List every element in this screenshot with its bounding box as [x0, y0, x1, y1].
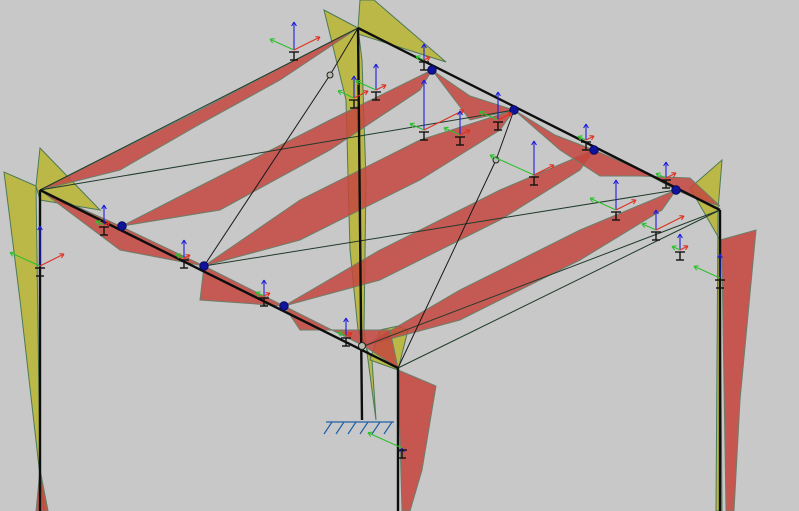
hinge-marker-icon: [358, 342, 366, 350]
brace-3: [203, 189, 677, 267]
brace-2: [39, 27, 359, 191]
local-axis-triad-icon: [409, 79, 465, 141]
diag-brace-1: [203, 74, 331, 267]
brace-1: [39, 109, 515, 191]
front-girder: [39, 188, 399, 370]
beam-moment-diagrams: [39, 27, 721, 370]
col-moment-front-left-base: [35, 469, 49, 511]
local-axis-triad-icon: [489, 140, 555, 186]
local-axis-triad-icon: [671, 233, 689, 261]
local-axis-triad-icon: [175, 239, 191, 269]
local-axis-triad-icon: [9, 225, 65, 277]
local-axis-triad-icon: [355, 63, 387, 101]
beam-moment-4: [363, 188, 678, 347]
hinge-markers: [326, 71, 500, 350]
node-marker-icon[interactable]: [509, 105, 519, 115]
local-axis-triad-icon: [415, 43, 431, 71]
diag-brace-3: [397, 159, 497, 369]
node-marker-icon[interactable]: [117, 221, 127, 231]
local-axis-triad-icon: [641, 209, 685, 241]
node-marker-icon[interactable]: [279, 301, 289, 311]
col-moment-front-center-red: [397, 369, 437, 511]
local-axis-triads: [9, 21, 725, 459]
col-moment-right-red: [719, 229, 757, 511]
node-marker-icon[interactable]: [671, 185, 681, 195]
diag-brace-4: [495, 109, 515, 161]
local-axis-triad-icon: [577, 123, 595, 151]
fixed-support-icon: [323, 421, 394, 435]
beam-moment-1: [121, 68, 434, 227]
local-axis-triad-icon: [255, 279, 271, 307]
col-moment-front-left: [3, 171, 49, 511]
local-axis-triad-icon: [693, 253, 725, 289]
local-axis-triad-icon: [337, 75, 369, 109]
brace-5: [363, 209, 721, 347]
col-moment-back-center-top: [357, 0, 447, 63]
local-axis-triad-icon: [443, 110, 471, 146]
local-axis-triad-icon: [479, 91, 513, 131]
bracing-lines: [39, 27, 721, 369]
local-axis-triad-icon: [589, 179, 637, 221]
local-axis-triad-icon: [95, 204, 111, 236]
local-axis-triad-icon: [269, 21, 321, 61]
node-marker-icon[interactable]: [589, 145, 599, 155]
back-girder: [357, 26, 721, 212]
brace-4: [397, 209, 721, 369]
local-axis-triad-icon: [367, 431, 407, 459]
local-axis-triad-icon: [337, 317, 353, 347]
local-axis-triad-icon: [655, 161, 677, 189]
col-moment-right: [689, 158, 723, 511]
node-marker-icon[interactable]: [427, 65, 437, 75]
diag-brace-2: [329, 27, 359, 76]
hinge-marker-icon: [326, 71, 334, 79]
column-back-center: [356, 27, 364, 421]
node-marker-icon[interactable]: [199, 261, 209, 271]
beam-moment-top-girder: [431, 69, 721, 207]
